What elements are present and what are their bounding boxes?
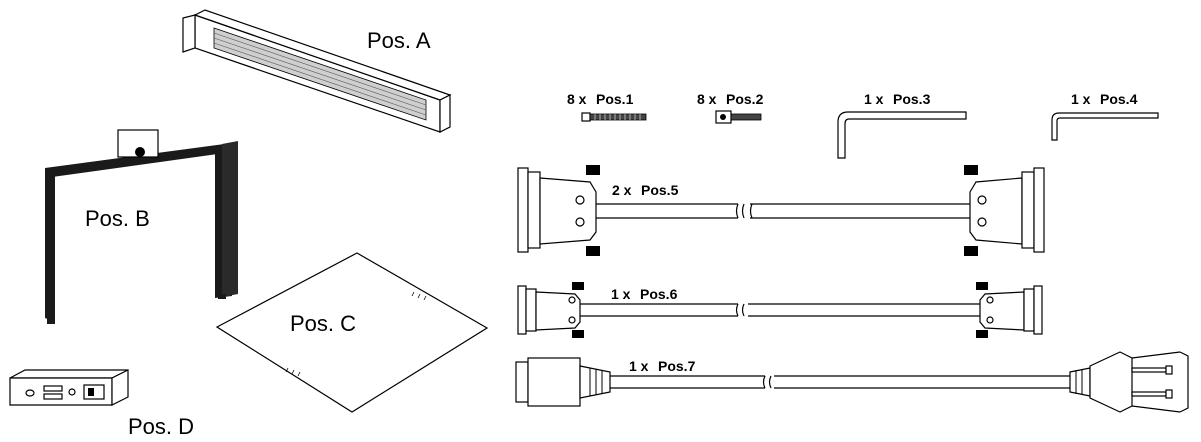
part-name: Pos.7 xyxy=(658,358,696,374)
part-name: Pos.3 xyxy=(893,91,931,107)
part-qty: 1 x xyxy=(1071,91,1091,107)
part-label-pos6: 1 x Pos.6 xyxy=(611,286,678,302)
label-pos-b: Pos. B xyxy=(85,206,150,231)
part-qty: 1 x xyxy=(611,286,631,302)
power-cable-icon xyxy=(515,351,1189,413)
part-label-pos3: 1 x Pos.3 xyxy=(864,91,931,107)
part-qty: 1 x xyxy=(629,358,649,374)
part-name: Pos.5 xyxy=(641,182,679,198)
part-qty: 2 x xyxy=(612,182,632,198)
screw-icon xyxy=(581,112,647,122)
label-pos-c: Pos. C xyxy=(290,311,356,336)
hex-key-large-icon xyxy=(837,111,967,159)
part-name: Pos.1 xyxy=(596,91,634,107)
part-label-pos2: 8 x Pos.2 xyxy=(697,91,764,107)
part-qty: 1 x xyxy=(864,91,884,107)
display-panel-icon xyxy=(182,9,452,133)
part-name: Pos.4 xyxy=(1100,91,1138,107)
part-qty: 8 x xyxy=(567,91,587,107)
part-label-pos7: 1 x Pos.7 xyxy=(629,358,696,374)
hex-key-small-icon xyxy=(1051,112,1159,141)
part-label-pos4: 1 x Pos.4 xyxy=(1071,91,1138,107)
part-label-pos1: 8 x Pos.1 xyxy=(567,91,634,107)
part-name: Pos.2 xyxy=(726,91,764,107)
data-cable-icon xyxy=(517,282,1043,338)
socket-screw-icon xyxy=(715,110,762,124)
label-pos-a: Pos. A xyxy=(367,28,431,53)
floor-plate-icon xyxy=(215,252,489,413)
label-pos-d: Pos. D xyxy=(128,414,194,439)
serial-cable-icon xyxy=(517,165,1045,256)
part-name: Pos.6 xyxy=(640,286,678,302)
part-label-pos5: 2 x Pos.5 xyxy=(612,182,679,198)
part-qty: 8 x xyxy=(697,91,717,107)
control-box-icon xyxy=(9,369,129,406)
mounting-frame-icon xyxy=(45,129,238,324)
